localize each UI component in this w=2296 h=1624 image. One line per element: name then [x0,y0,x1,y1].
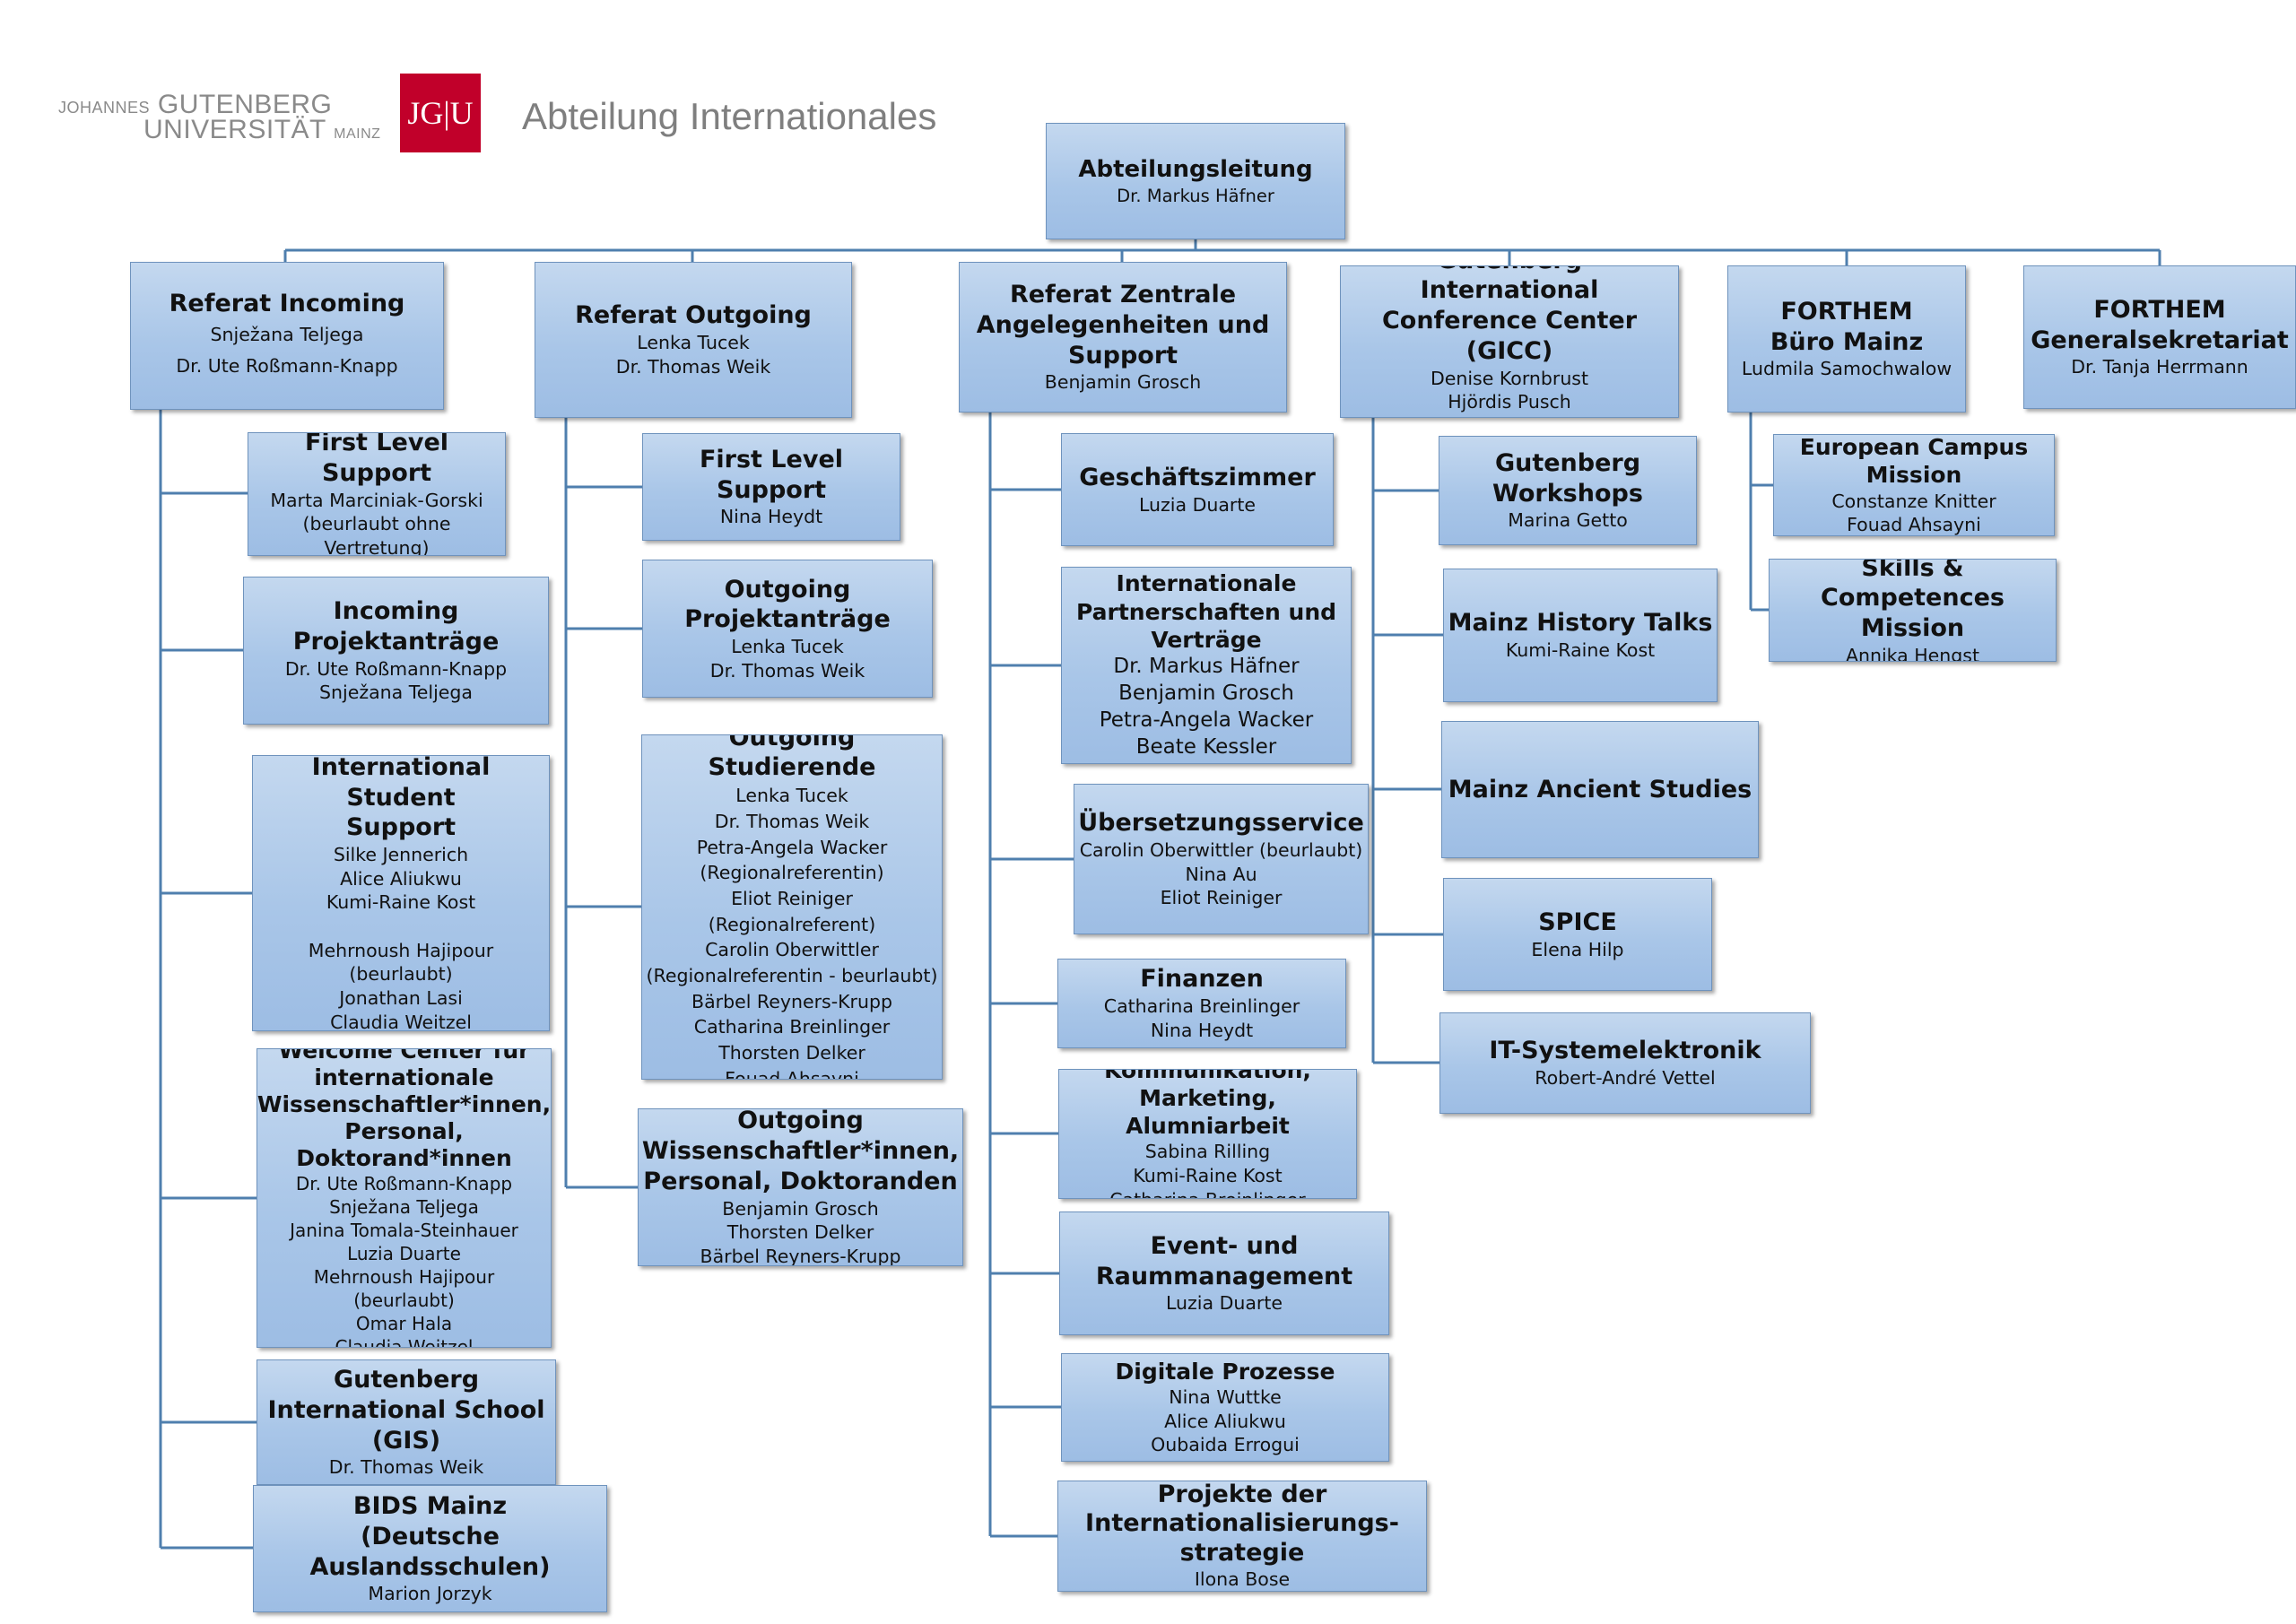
unit-european-campus-mission: European Campus Mission Constanze Knitte… [1773,434,2055,536]
unit-internationale-partnerschaften: Internationale Partnerschaften und Vertr… [1061,567,1352,764]
unit-it-systemelektronik: IT-Systemelektronik Robert-André Vettel [1439,1012,1811,1114]
root-box: Abteilungsleitung Dr. Markus Häfner [1046,123,1345,239]
unit-uebersetzungsservice: Übersetzungsservice Carolin Oberwittler … [1074,784,1369,934]
unit-bids-mainz: BIDS Mainz (Deutsche Auslandsschulen) Ma… [253,1485,607,1612]
column-header-outgoing: Referat Outgoing Lenka Tucek Dr. Thomas … [535,262,852,418]
unit-outgoing-projektantraege: Outgoing Projektanträge Lenka Tucek Dr. … [642,560,933,698]
unit-outgoing-first-level-support: First Level Support Nina Heydt [642,433,900,541]
unit-gutenberg-international-school: Gutenberg International School (GIS) Dr.… [257,1359,556,1485]
unit-mainz-history-talks: Mainz History Talks Kumi-Raine Kost [1443,569,1718,702]
unit-spice: SPICE Elena Hilp [1443,878,1712,991]
unit-gutenberg-workshops: Gutenberg Workshops Marina Getto [1439,436,1697,545]
jgu-logo-mark: JG|U [400,74,481,152]
unit-digitale-prozesse: Digitale Prozesse Nina Wuttke Alice Aliu… [1061,1353,1389,1462]
unit-welcome-center: Welcome Center für internationale Wissen… [257,1048,552,1348]
column-header-incoming: Referat Incoming Snježana Teljega Dr. Ut… [130,262,444,410]
university-logo-line2: UNIVERSITÄT MAINZ [144,115,381,144]
unit-event-raummanagement: Event- und Raummanagement Luzia Duarte [1059,1211,1389,1335]
unit-skills-competences-mission: Skills & Competences Mission Annika Heng… [1769,559,2057,662]
column-header-forthem-generalsekretariat: FORTHEM Generalsekretariat Dr. Tanja Her… [2023,265,2296,409]
unit-mainz-ancient-studies: Mainz Ancient Studies [1441,721,1759,858]
unit-outgoing-studierende: Outgoing Studierende Lenka Tucek Dr. Tho… [641,734,943,1080]
unit-international-student-support: International Student Support Silke Jenn… [252,755,550,1031]
root-title: Abteilungsleitung [1078,156,1313,184]
unit-geschaeftszimmer: Geschäftszimmer Luzia Duarte [1061,433,1334,546]
column-header-gicc: Gutenberg International Conference Cente… [1340,265,1679,418]
unit-finanzen: Finanzen Catharina Breinlinger Nina Heyd… [1057,959,1346,1048]
unit-kommunikation: Kommunikation, Marketing, Alumniarbeit S… [1058,1069,1357,1199]
column-header-zentrale: Referat Zentrale Angelegenheiten und Sup… [959,262,1287,413]
root-people: Dr. Markus Häfner [1117,185,1274,206]
unit-outgoing-wissenschaftler: Outgoing Wissenschaftler*innen, Personal… [638,1108,963,1266]
university-logo-line1: JOHANNES GUTENBERG [58,90,333,119]
unit-incoming-first-level-support: First Level Support Marta Marciniak-Gors… [248,432,506,556]
column-header-forthem-mainz: FORTHEM Büro Mainz Ludmila Samochwalow [1727,265,1966,413]
unit-internationalisierungsstrategie: Projekte der Internationalisierungs- str… [1057,1481,1427,1592]
department-title: Abteilung Internationales [522,95,937,137]
unit-incoming-projektantraege: Incoming Projektanträge Dr. Ute Roßmann-… [243,577,549,725]
